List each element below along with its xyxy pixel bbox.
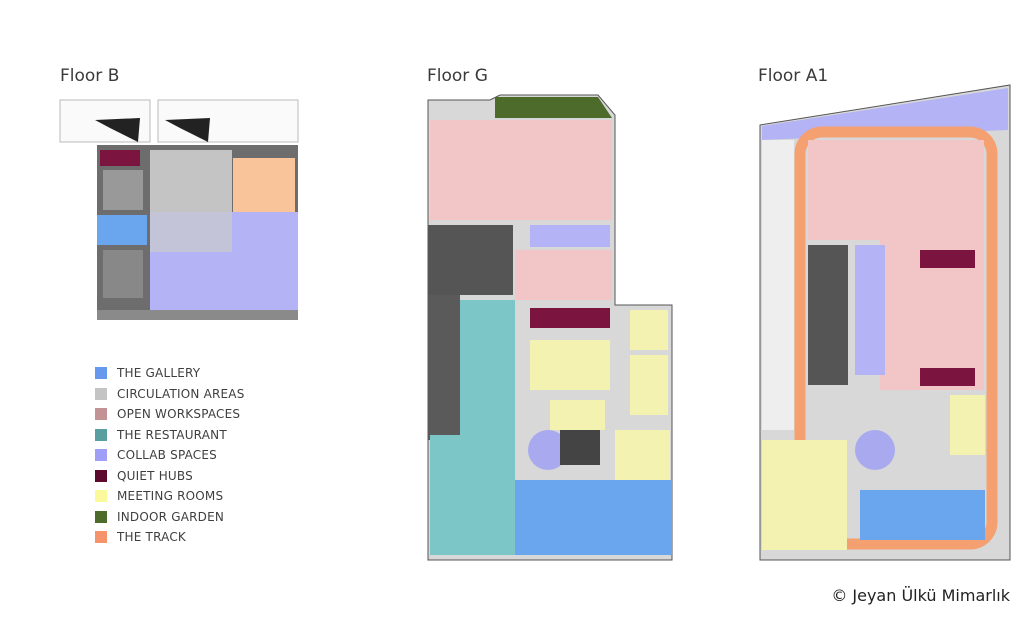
legend-label: QUIET HUBS [117, 468, 193, 483]
legend-label: INDOOR GARDEN [117, 509, 225, 524]
legend-label: CIRCULATION AREAS [117, 386, 245, 401]
quiet-hubs-swatch [95, 469, 107, 482]
floor-a1-plan [759, 84, 1011, 561]
legend: THE GALLERY CIRCULATION AREAS OPEN WORKS… [95, 363, 245, 548]
floor-b-title: Floor B [60, 66, 120, 86]
copyright: © Jeyan Ülkü Mimarlık [831, 586, 1010, 605]
restaurant-swatch [95, 428, 107, 441]
floor-b-plan [59, 99, 299, 320]
track-swatch [95, 531, 107, 544]
legend-item-gallery: THE GALLERY [95, 363, 245, 384]
legend-item-quiet-hubs: QUIET HUBS [95, 466, 245, 487]
collab-swatch [95, 449, 107, 462]
legend-item-track: THE TRACK [95, 527, 245, 548]
legend-item-restaurant: THE RESTAURANT [95, 425, 245, 446]
legend-item-circulation: CIRCULATION AREAS [95, 384, 245, 405]
legend-item-open-workspaces: OPEN WORKSPACES [95, 404, 245, 425]
legend-label: OPEN WORKSPACES [117, 407, 241, 422]
legend-item-collab: COLLAB SPACES [95, 445, 245, 466]
legend-item-indoor-garden: INDOOR GARDEN [95, 507, 245, 528]
indoor-garden-swatch [95, 510, 107, 523]
floor-g-title: Floor G [427, 66, 488, 86]
gallery-swatch [95, 367, 107, 380]
legend-label: COLLAB SPACES [117, 448, 217, 463]
open-workspaces-swatch [95, 408, 107, 421]
legend-label: THE TRACK [117, 530, 186, 545]
circulation-swatch [95, 387, 107, 400]
floor-g-plan [427, 94, 673, 561]
meeting-rooms-swatch [95, 490, 107, 503]
legend-label: MEETING ROOMS [117, 489, 224, 504]
legend-label: THE RESTAURANT [117, 427, 227, 442]
floor-a1-title: Floor A1 [758, 66, 829, 86]
legend-label: THE GALLERY [117, 366, 201, 381]
legend-item-meeting-rooms: MEETING ROOMS [95, 486, 245, 507]
